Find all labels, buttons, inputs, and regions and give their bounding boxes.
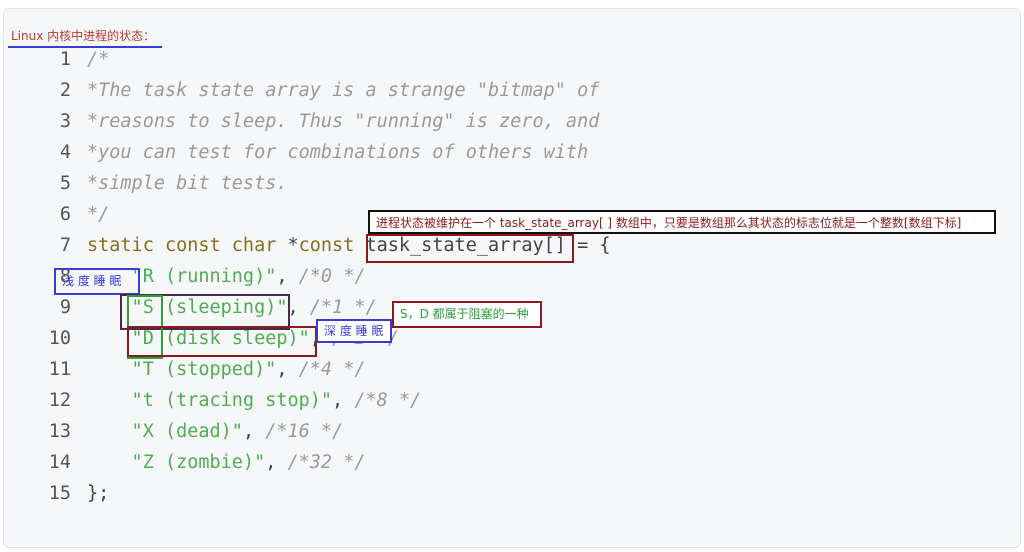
code-token: *reasons to sleep. Thus "running" is zer… (87, 111, 600, 132)
code-token: "X (dead)" (87, 421, 243, 442)
sleeping-outline-box (120, 294, 290, 330)
line-number: 6 (59, 204, 71, 225)
code-token: "Z (zombie)" (87, 452, 266, 473)
code-text: "X (dead)", /*16 */ (87, 416, 344, 447)
line-number: 1 (59, 49, 71, 70)
code-text: *you can test for combinations of others… (87, 137, 588, 168)
code-token: "t (tracing stop)" (87, 390, 333, 411)
line-number: 15 (48, 483, 71, 504)
code-token: /*0 */ (298, 266, 366, 287)
line-number: 11 (48, 359, 71, 380)
code-token: /*16 */ (265, 421, 344, 442)
code-token: * (287, 235, 299, 256)
code-token: *The task state array is a strange "bitm… (87, 80, 600, 101)
array-note: 进程状态被维护在一个 task_state_array[ ] 数组中，只要是数组… (368, 210, 996, 234)
code-text: *reasons to sleep. Thus "running" is zer… (87, 106, 599, 137)
line-number: 8 (59, 266, 71, 287)
code-panel (3, 8, 1021, 548)
code-token: */ (87, 204, 110, 225)
code-text: "S (sleeping)", /*1 */ (87, 292, 377, 323)
line-number: 13 (48, 421, 71, 442)
code-text: "Z (zombie)", /*32 */ (87, 447, 366, 478)
code-token: , (242, 421, 266, 442)
code-token: /*8 */ (354, 390, 422, 411)
line-number: 9 (59, 297, 71, 318)
shallow-sleep-label: 浅 度 睡 眠 (54, 268, 140, 295)
code-token: "D (disk sleep)" (87, 328, 310, 349)
deep-sleep-label: 深 度 睡 眠 (316, 319, 392, 343)
code-token: , (265, 452, 288, 473)
code-text: */ (87, 199, 109, 230)
line-number: 14 (48, 452, 71, 473)
code-text: "t (tracing stop)", /*8 */ (87, 385, 422, 416)
code-token: "T (stopped)" (87, 359, 277, 380)
sd-note: S，D 都属于阻塞的一种 (392, 301, 542, 328)
line-number: 2 (59, 80, 71, 101)
line-number: 3 (59, 111, 71, 132)
code-text: }; (87, 478, 109, 509)
code-token: , (332, 390, 355, 411)
code-token: , (276, 359, 299, 380)
code-token: }; (87, 483, 110, 504)
code-token: , (287, 297, 310, 318)
code-token: /*1 */ (309, 297, 377, 318)
code-token: /*32 */ (287, 452, 366, 473)
line-number: 5 (59, 173, 71, 194)
title-underline (8, 46, 162, 48)
code-token: *you can test for combinations of others… (87, 142, 589, 163)
code-token: static const char (87, 235, 288, 256)
code-token: /*4 */ (298, 359, 366, 380)
code-token: task_state_array[] = { (365, 235, 611, 256)
code-text: static const char *const task_state_arra… (87, 230, 611, 261)
code-token: const (298, 235, 366, 256)
line-number: 10 (48, 328, 71, 349)
disk-sleep-outline-box (127, 326, 317, 357)
array-highlight-box (366, 234, 574, 263)
line-number: 4 (59, 142, 71, 163)
code-text: "R (running)", /*0 */ (87, 261, 366, 292)
section-title: Linux 内核中进程的状态： (11, 29, 156, 43)
code-token: /* (87, 49, 110, 70)
code-text: *simple bit tests. (87, 168, 287, 199)
code-token: "S (sleeping)" (87, 297, 288, 318)
line-number: 12 (48, 390, 71, 411)
code-token: "R (running)" (87, 266, 277, 287)
code-token: *simple bit tests. (87, 173, 288, 194)
code-text: "T (stopped)", /*4 */ (87, 354, 366, 385)
code-text: /* (87, 44, 109, 75)
code-token: , (276, 266, 299, 287)
code-text: *The task state array is a strange "bitm… (87, 75, 599, 106)
line-number: 7 (59, 235, 71, 256)
